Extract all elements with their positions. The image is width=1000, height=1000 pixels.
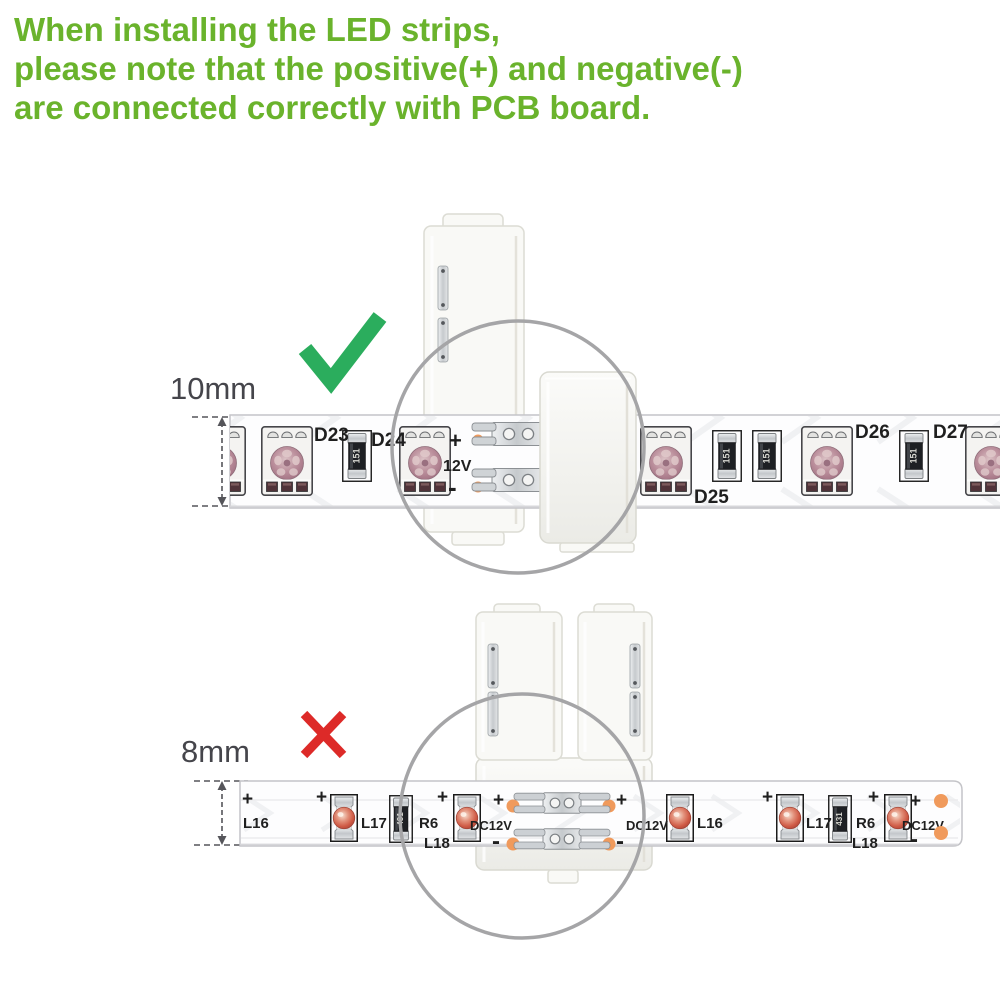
polarity-plus: + [316, 787, 327, 808]
led-label-l17: L17 [806, 815, 832, 832]
polarity-minus: - [616, 828, 624, 855]
led-chip-5050 [800, 425, 854, 497]
header-line-3: are connected correctly with PCB board. [14, 89, 651, 126]
led-label-l17: L17 [361, 815, 387, 832]
led-label-d23: D23 [314, 425, 349, 446]
polarity-plus: + [910, 791, 921, 812]
magnifier-circle [390, 319, 646, 575]
solder-pad [934, 826, 948, 840]
connector-pin [629, 691, 641, 737]
led-chip-3528 [776, 794, 804, 842]
led-label-d24: D24 [371, 430, 406, 451]
voltage-marking: DC12V [902, 818, 944, 833]
led-chip-3528 [666, 794, 694, 842]
voltage-marking: DC12V [470, 818, 512, 833]
led-label-l16: L16 [243, 815, 269, 832]
led-label-l18: L18 [852, 835, 878, 852]
cross-icon [300, 710, 347, 759]
solder-pad [934, 794, 948, 808]
header-line-2: please note that the positive(+) and neg… [14, 50, 743, 87]
section-8mm-incorrect: 8mm [181, 603, 963, 940]
connector-pin [629, 643, 641, 689]
connector-8mm-flap-left [475, 603, 563, 761]
polarity-minus: - [910, 826, 918, 853]
led-chip-5050 [639, 425, 693, 497]
header-line-1: When installing the LED strips, [14, 11, 500, 48]
led-label-d27: D27 [933, 422, 968, 443]
size-label-10mm: 10mm [170, 371, 256, 406]
polarity-minus: - [448, 472, 457, 502]
led-chip-5050 [964, 425, 1000, 497]
led-chip-3528 [330, 794, 358, 842]
polarity-plus: + [616, 790, 627, 811]
dimension-indicator-8mm [194, 780, 248, 846]
section-10mm-correct: 10mm [170, 213, 1000, 575]
polarity-plus: + [437, 787, 448, 808]
connector-10mm-body [539, 371, 637, 553]
polarity-plus: + [493, 790, 504, 811]
voltage-marking: 12V [443, 458, 472, 475]
resistor-label-r6: R6 [419, 815, 438, 832]
connector-pin [437, 265, 449, 311]
polarity-plus: + [242, 789, 253, 810]
polarity-plus: + [762, 787, 773, 808]
magnifier-circle [398, 692, 646, 940]
connector-8mm-flap-right [577, 603, 653, 761]
led-chip-5050 [260, 425, 314, 497]
check-icon [298, 312, 387, 394]
header-text: When installing the LED strips, please n… [14, 10, 743, 127]
led-strip-8mm: + L16 + L17 R6 + L18 DC12V + - + - [239, 780, 963, 855]
polarity-minus: - [492, 828, 500, 855]
size-label-8mm: 8mm [181, 734, 250, 769]
polarity-plus: + [868, 787, 879, 808]
connector-pin [437, 317, 449, 363]
led-label-d25: D25 [694, 487, 729, 508]
led-label-d26: D26 [855, 422, 890, 443]
connector-pin [487, 643, 499, 689]
led-chip-5050 [230, 425, 246, 497]
led-label-l16: L16 [697, 815, 723, 832]
resistor-label-r6: R6 [856, 815, 875, 832]
polarity-plus: + [449, 428, 462, 453]
voltage-marking: DC12V [626, 818, 668, 833]
led-label-l18: L18 [424, 835, 450, 852]
